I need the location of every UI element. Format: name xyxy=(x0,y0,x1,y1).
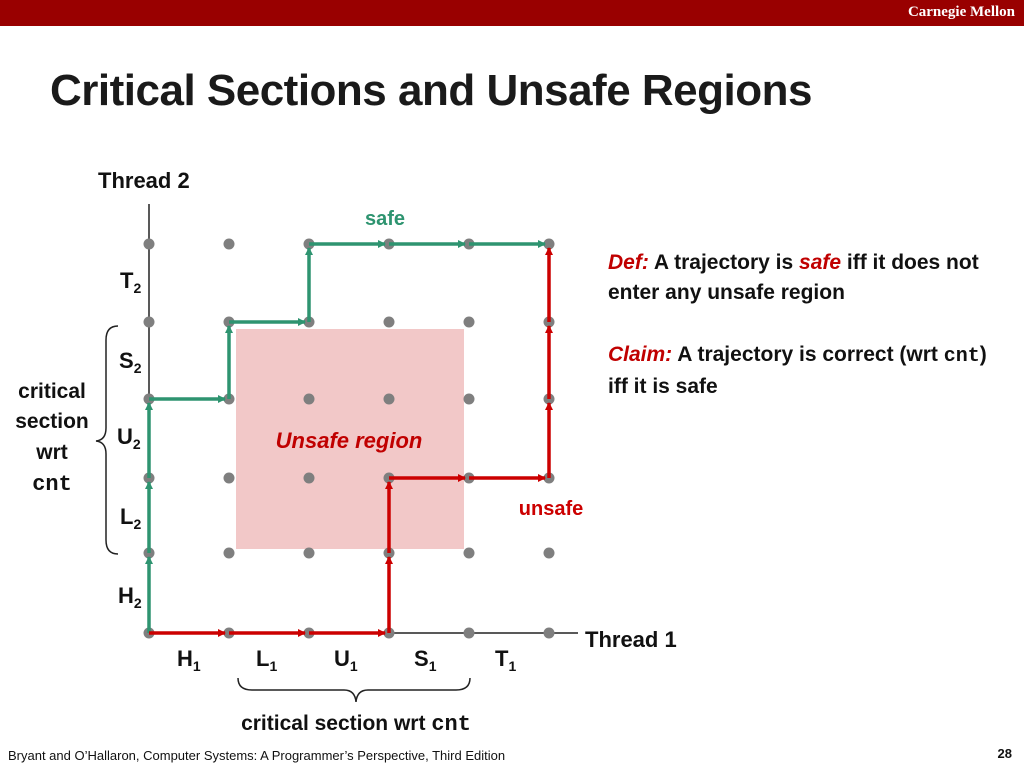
y-axis-label: Thread 2 xyxy=(98,168,190,193)
footer-citation: Bryant and O’Hallaron, Computer Systems:… xyxy=(8,748,506,763)
claim-var: cnt xyxy=(943,345,980,368)
slide-title: Critical Sections and Unsafe Regions xyxy=(50,66,812,115)
grid-dot xyxy=(543,627,555,639)
def-safe: safe xyxy=(799,251,842,274)
y-tick-t2: T2 xyxy=(120,268,141,296)
safe-label: safe xyxy=(365,208,405,230)
critical-section-y-var: cnt xyxy=(32,472,72,497)
claim-pre: A trajectory is correct (wrt xyxy=(672,343,944,366)
x-tick-l1: L1 xyxy=(256,646,277,674)
y-tick-labels: H2 L2 U2 S2 T2 xyxy=(117,268,142,611)
grid-dot xyxy=(303,547,315,559)
x-axis-label: Thread 1 xyxy=(585,627,677,652)
x-tick-u1: U1 xyxy=(334,646,358,674)
x-tick-s1: S1 xyxy=(414,646,437,674)
left-brace xyxy=(95,325,119,555)
brand-label: Carnegie Mellon xyxy=(907,4,1015,20)
grid-dot xyxy=(463,627,475,639)
critical-section-y-line2: section xyxy=(15,410,89,433)
safe-trajectory xyxy=(145,240,546,633)
grid-dot xyxy=(223,547,235,559)
grid-dot xyxy=(303,393,315,405)
definition-notes: Def: A trajectory is safe iff it does no… xyxy=(608,248,1008,402)
y-tick-u2: U2 xyxy=(117,424,141,452)
unsafe-label: unsafe xyxy=(519,498,583,520)
x-tick-h1: H1 xyxy=(177,646,201,674)
unsafe-region-label: Unsafe region xyxy=(276,428,423,453)
bottom-brace xyxy=(237,677,471,703)
y-tick-s2: S2 xyxy=(119,348,142,376)
definition: Def: A trajectory is safe iff it does no… xyxy=(608,248,1008,308)
def-pre: A trajectory is xyxy=(648,251,800,274)
unsafe-trajectory xyxy=(149,247,553,637)
top-bar: Carnegie Mellon xyxy=(0,0,1024,26)
grid-dot xyxy=(303,472,315,484)
grid-dot xyxy=(383,316,395,328)
critical-section-y-line1: critical xyxy=(18,380,86,403)
grid-dot xyxy=(463,547,475,559)
grid-dot xyxy=(543,547,555,559)
critical-section-y-label: critical section wrt cnt xyxy=(15,380,89,497)
y-tick-h2: H2 xyxy=(118,583,142,611)
claim-post: ) iff it is safe xyxy=(608,343,987,398)
y-tick-l2: L2 xyxy=(120,504,141,532)
grid-dot xyxy=(463,316,475,328)
grid-dot xyxy=(383,393,395,405)
x-tick-labels: H1 L1 U1 S1 T1 xyxy=(177,646,516,674)
def-post: iff it does not enter any unsafe region xyxy=(608,251,979,304)
grid-dot xyxy=(223,238,235,250)
grid-dot xyxy=(143,316,155,328)
grid-dot xyxy=(543,238,555,250)
def-label: Def: xyxy=(608,251,649,274)
grid-dot xyxy=(463,393,475,405)
x-tick-t1: T1 xyxy=(495,646,516,674)
grid-dot xyxy=(223,472,235,484)
page-number: 28 xyxy=(997,746,1012,761)
claim-label: Claim: xyxy=(608,343,673,366)
claim: Claim: A trajectory is correct (wrt cnt)… xyxy=(608,340,1008,402)
grid-dot xyxy=(143,238,155,250)
critical-section-y-line3: wrt xyxy=(35,441,68,464)
unsafe-region xyxy=(236,329,464,549)
critical-section-x-label: critical section wrt cnt xyxy=(241,712,471,737)
